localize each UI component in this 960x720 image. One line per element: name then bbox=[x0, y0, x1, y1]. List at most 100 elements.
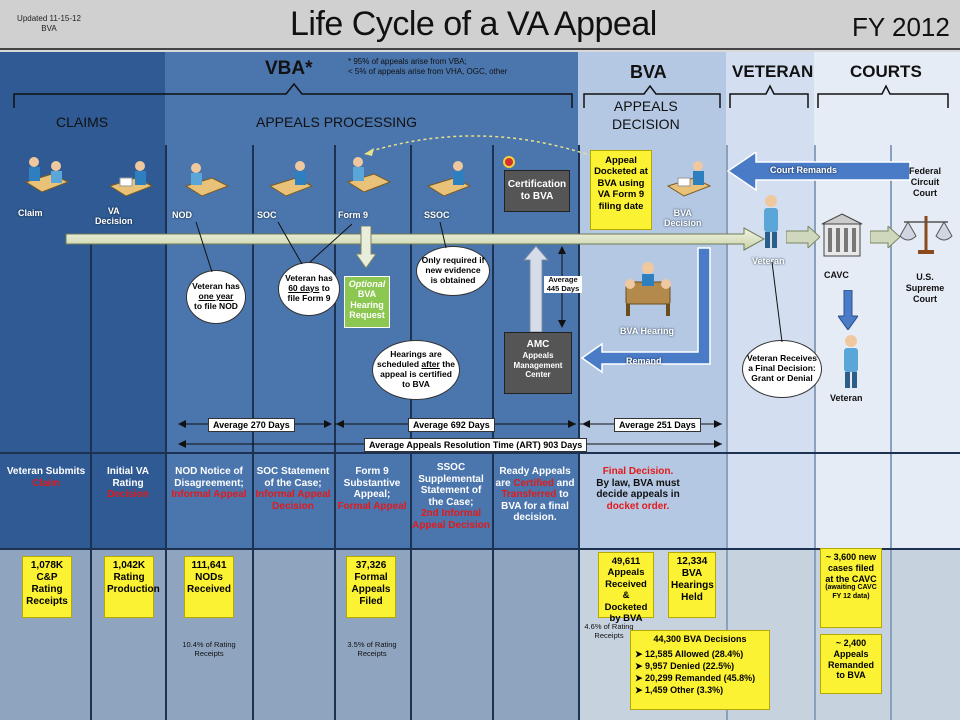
decision-item: ➤ 12,585 Allowed (28.4%) bbox=[635, 648, 744, 659]
average-art: Average Appeals Resolution Time (ART) 90… bbox=[364, 438, 588, 452]
courts-column-bg bbox=[814, 52, 960, 548]
stat-nods-received: 111,641 NODs Received bbox=[184, 556, 234, 618]
scales-of-justice-icon bbox=[899, 216, 953, 254]
nod-desk-icon bbox=[184, 163, 230, 197]
decision-item: ➤ 9,957 Denied (22.5%) bbox=[635, 660, 735, 671]
bva-decision-label: BVA Decision bbox=[664, 208, 702, 229]
desc-form9: Form 9 Substantive Appeal;Formal Appeal bbox=[337, 466, 407, 512]
bva-heading: BVA bbox=[630, 62, 667, 82]
va-decision-label: VA Decision bbox=[95, 206, 133, 227]
stat-nods-note: 10.4% of Rating Receipts bbox=[182, 640, 236, 658]
dotted-return-arrow bbox=[364, 135, 593, 157]
bva-decision-desk-icon bbox=[666, 161, 712, 197]
ssoc-evidence-bubble: Only required if new evidence is obtaine… bbox=[416, 246, 490, 296]
desc-certified: Ready Appeals are Certified and Transfer… bbox=[495, 466, 575, 523]
court-remands-arrow bbox=[726, 152, 911, 192]
desc-ssoc: SSOC Supplemental Statement of the Case;… bbox=[412, 462, 490, 531]
stat-rating-receipts: 1,078K C&P Rating Receipts bbox=[22, 556, 72, 618]
soc-label: SOC bbox=[257, 210, 277, 220]
siren-icon bbox=[503, 156, 515, 168]
veteran-person-icon bbox=[764, 195, 778, 248]
divider bbox=[90, 235, 92, 720]
bva-hearing-icon bbox=[625, 262, 671, 316]
cavc-label: CAVC bbox=[824, 270, 849, 280]
stat-hearings-held: 12,334 BVA Hearings Held bbox=[668, 552, 716, 618]
veteran-heading: VETERAN bbox=[732, 62, 814, 81]
divider bbox=[726, 145, 728, 720]
veteran-label-1: Veteran bbox=[752, 256, 785, 266]
stat-formal-appeals: 37,326 Formal Appeals Filed bbox=[346, 556, 396, 618]
remand-label: Remand bbox=[626, 356, 662, 366]
divider bbox=[890, 145, 892, 720]
certification-box: Certification to BVA bbox=[504, 170, 570, 212]
average-270: Average 270 Days bbox=[208, 418, 295, 432]
soc-desk-icon bbox=[268, 161, 314, 197]
row-divider bbox=[0, 548, 960, 550]
optional-hearing-box: Optional BVA Hearing Request bbox=[344, 276, 390, 328]
header-bar bbox=[0, 0, 960, 50]
divider bbox=[252, 145, 254, 720]
claim-label: Claim bbox=[18, 208, 43, 218]
stat-docketed-note: 4.6% of Rating Receipts bbox=[584, 622, 634, 640]
claim-desk-icon bbox=[24, 157, 70, 193]
fiscal-year: FY 2012 bbox=[852, 12, 950, 42]
cavc-building-icon bbox=[821, 213, 863, 257]
stat-bva-decisions: 44,300 BVA Decisions ➤ 12,585 Allowed (2… bbox=[630, 630, 770, 710]
to-federal-arrow bbox=[870, 226, 900, 248]
remand-arrow bbox=[580, 247, 711, 374]
average-692: Average 692 Days bbox=[408, 418, 495, 432]
divider bbox=[165, 145, 167, 720]
form9-down-arrow bbox=[356, 226, 376, 268]
va-decision-desk-icon bbox=[108, 161, 154, 197]
average-445: Average 445 Days bbox=[544, 275, 582, 294]
federal-circuit-label: Federal Circuit Court bbox=[908, 166, 941, 198]
stat-rating-production: 1,042K Rating Production bbox=[104, 556, 160, 618]
supreme-court-label: U.S. Supreme Court bbox=[905, 272, 945, 304]
veteran-column-bg bbox=[726, 52, 814, 548]
form9-desk-icon bbox=[346, 157, 392, 193]
hearings-scheduled-bubble: Hearings are scheduled after the appeal … bbox=[372, 340, 460, 400]
veteran-person-icon-2 bbox=[844, 335, 858, 388]
cavc-down-arrow bbox=[838, 290, 858, 330]
main-flow-arrow bbox=[65, 227, 766, 251]
row-divider bbox=[0, 452, 960, 454]
final-decision-bubble: Veteran Receives a Final Decision: Grant… bbox=[742, 340, 822, 398]
appeals-processing-heading: APPEALS PROCESSING bbox=[256, 114, 418, 130]
decision-item: ➤ 1,459 Other (3.3%) bbox=[635, 685, 724, 696]
form9-label: Form 9 bbox=[338, 210, 369, 220]
court-remands-label: Court Remands bbox=[770, 165, 838, 175]
stat-formal-note: 3.5% of Rating Receipts bbox=[347, 640, 397, 658]
desc-final-decision: Final Decision.By law, BVA must decide a… bbox=[596, 466, 680, 512]
vba-footnote: * 95% of appeals arise from VBA; < 5% of… bbox=[348, 57, 508, 77]
courts-heading: COURTS bbox=[850, 62, 922, 81]
stats-band-vba bbox=[0, 548, 578, 720]
appeals-decision-heading: APPEALS DECISION bbox=[612, 98, 680, 132]
ssoc-desk-icon bbox=[426, 161, 472, 197]
page-title: Life Cycle of a VA Appeal bbox=[290, 5, 657, 43]
to-cavc-arrow bbox=[786, 226, 820, 248]
bva-hearing-label: BVA Hearing bbox=[620, 326, 675, 336]
divider bbox=[492, 145, 494, 720]
claims-heading: CLAIMS bbox=[56, 114, 109, 130]
divider bbox=[334, 145, 336, 720]
appeal-docketed-box: Appeal Docketed at BVA using VA Form 9 f… bbox=[590, 150, 652, 230]
divider bbox=[814, 145, 816, 720]
claims-column-bg bbox=[0, 52, 165, 548]
nod-label: NOD bbox=[172, 210, 192, 220]
stat-appeals-docketed: 49,611 Appeals Received & Docketed by BV… bbox=[598, 552, 654, 624]
section-brackets bbox=[13, 82, 949, 108]
decision-item: ➤ 20,299 Remanded (45.8%) bbox=[635, 673, 756, 684]
divider bbox=[578, 145, 580, 720]
desc-soc: SOC Statement of the Case;Informal Appea… bbox=[255, 466, 331, 512]
amc-box: AMC Appeals Management Center bbox=[504, 332, 572, 394]
divider bbox=[410, 145, 412, 720]
stat-cavc-cases: ~ 3,600 new cases filed at the CAVC (awa… bbox=[820, 548, 882, 628]
desc-nod: NOD Notice of Disagreement;Informal Appe… bbox=[171, 466, 247, 500]
vba-heading: VBA* bbox=[265, 58, 313, 79]
stat-cavc-remanded: ~ 2,400 Appeals Remanded to BVA bbox=[820, 634, 882, 694]
